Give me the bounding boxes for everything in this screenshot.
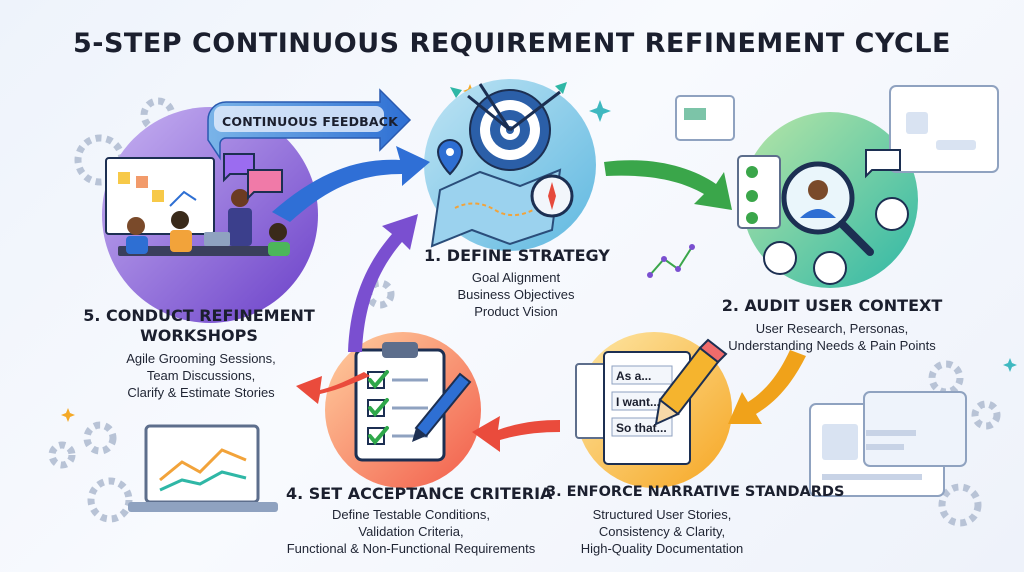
step-4-line-1: Define Testable Conditions,: [331, 507, 491, 522]
continuous-feedback-arrow: [207, 88, 412, 161]
step-3-line-3: High-Quality Documentation: [580, 541, 744, 556]
step-1-line-3: Product Vision: [474, 304, 558, 319]
step-5-description: Agile Grooming Sessions, Team Discussion…: [106, 350, 296, 401]
arrow-purple-upward: [348, 214, 418, 352]
acceptance-criteria-illustration: [325, 332, 481, 488]
step-5-line-1: Agile Grooming Sessions,: [126, 351, 276, 366]
step-3-line-1: Structured User Stories,: [592, 507, 732, 522]
step-5-title: 5. CONDUCT REFINEMENT WORKSHOPS: [80, 306, 318, 346]
step-2-title: 2. AUDIT USER CONTEXT: [721, 296, 943, 315]
step-4-line-3: Functional & Non-Functional Requirements: [286, 541, 536, 556]
step-5-title-line-2: WORKSHOPS: [140, 326, 258, 345]
step-1-title: 1. DEFINE STRATEGY: [424, 246, 610, 265]
arrow-narrative-to-criteria: [472, 416, 560, 452]
step-3-line-2: Consistency & Clarity,: [598, 524, 726, 539]
browser-window-illustration: [809, 391, 967, 497]
step-3-description: Structured User Stories, Consistency & C…: [548, 506, 776, 557]
refinement-workshop-illustration: [102, 107, 318, 323]
page-title: 5-STEP CONTINUOUS REQUIREMENT REFINEMENT…: [72, 28, 952, 59]
step-4-description: Define Testable Conditions, Validation C…: [266, 506, 556, 557]
step-1-line-2: Business Objectives: [457, 287, 575, 302]
laptop-chart-illustration: [128, 424, 278, 512]
arrow-criteria-to-workshops: [296, 372, 370, 404]
feedback-label: CONTINUOUS FEEDBACK: [222, 114, 399, 129]
arrow-workshops-to-strategy: [272, 146, 430, 222]
step-1-description: Goal Alignment Business Objectives Produ…: [426, 269, 606, 320]
step-4-line-2: Validation Criteria,: [358, 524, 464, 539]
step-1-line-1: Goal Alignment: [471, 270, 561, 285]
step-4-title: 4. SET ACCEPTANCE CRITERIA: [286, 484, 553, 503]
enforce-narrative-illustration: [575, 332, 732, 488]
arrow-strategy-to-audit: [604, 160, 732, 210]
arrow-audit-to-narrative: [728, 350, 806, 424]
step-2-line-2: Understanding Needs & Pain Points: [728, 338, 936, 353]
story-i-want: I want...: [616, 395, 661, 409]
step-5-line-2: Team Discussions,: [146, 368, 256, 383]
step-5-title-line-1: 5. CONDUCT REFINEMENT: [83, 306, 315, 325]
step-2-description: User Research, Personas, Understanding N…: [706, 320, 958, 354]
story-as-a: As a...: [616, 369, 652, 383]
step-2-line-1: User Research, Personas,: [755, 321, 909, 336]
story-so-that: So that...: [616, 421, 667, 435]
step-5-line-3: Clarify & Estimate Stories: [127, 385, 275, 400]
step-3-title: 3. ENFORCE NARRATIVE STANDARDS: [546, 484, 845, 500]
audit-user-context-illustration: [647, 85, 999, 288]
define-strategy-illustration: [424, 79, 596, 251]
